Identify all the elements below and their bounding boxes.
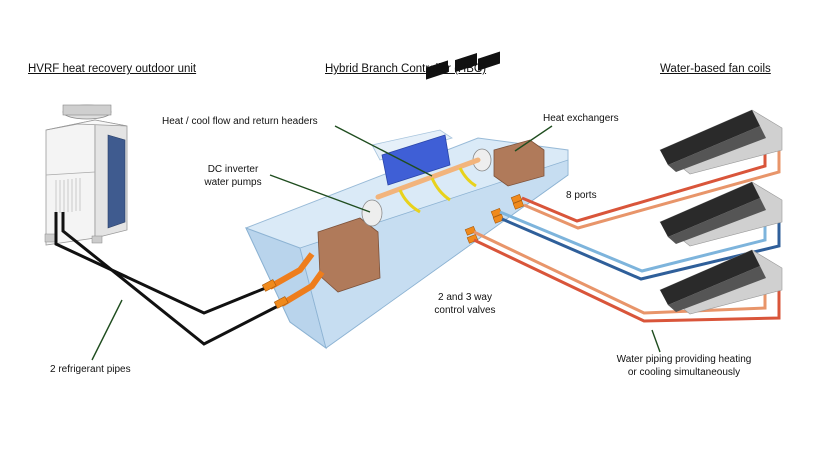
label-flow-return-headers: Heat / cool flow and return headers (162, 116, 318, 127)
fan-coil-3 (659, 249, 783, 315)
heat-exchanger-left (317, 217, 381, 293)
label-valves-line1: 2 and 3 way (438, 292, 492, 303)
label-pumps-line1: DC inverter (207, 164, 259, 175)
pipe-hot-flow-3 (473, 238, 781, 323)
label-pumps-line2: water pumps (204, 176, 262, 188)
fan-coils (659, 109, 783, 315)
refrigerant-internal-2 (280, 270, 325, 307)
label-water-piping: Water piping providing heating or coolin… (598, 354, 770, 379)
refrigerant-pipe-1 (54, 212, 269, 315)
pipe-hot-return-1 (523, 146, 781, 230)
pipe-cool-flow-2 (501, 217, 781, 281)
fan-coil-2 (659, 181, 783, 247)
header-outdoor-unit: HVRF heat recovery outdoor unit (28, 63, 197, 75)
leader-water-piping (651, 329, 661, 353)
header-fan-coils: Water-based fan coils (660, 63, 771, 75)
hbc-unit (245, 51, 569, 350)
label-control-valves: 2 and 3 way control valves (420, 292, 510, 317)
water-pump-1 (361, 199, 383, 227)
leader-headers (334, 125, 433, 177)
pipe-fittings (261, 193, 525, 309)
heat-exchanger-right (493, 139, 545, 187)
control-valves (426, 51, 500, 80)
outdoor-unit (44, 104, 128, 246)
label-valves-line2: control valves (434, 304, 496, 316)
leader-pumps (269, 174, 371, 213)
label-water-line1: Water piping providing heating (616, 354, 752, 365)
leader-heat-exchangers (514, 125, 553, 152)
plate-heat-exchanger-blue (381, 134, 451, 186)
label-heat-exchangers: Heat exchangers (543, 113, 619, 124)
yellow-hoses (398, 167, 477, 214)
label-water-line2: or cooling simultaneously (627, 366, 741, 378)
leader-refrigerant (91, 299, 123, 361)
refrigerant-pipe-2 (61, 212, 281, 346)
flow-return-header (375, 157, 481, 200)
fan-coil-1 (659, 109, 783, 175)
header-hbc: Hybrid Branch Controller (HBC) (325, 63, 487, 75)
refrigerant-pipes (54, 212, 281, 346)
label-8-ports: 8 ports (566, 190, 597, 201)
coil-grille (107, 134, 126, 229)
refrigerant-internal-1 (268, 252, 315, 290)
label-dc-inverter-pumps: DC inverter water pumps (193, 164, 273, 189)
leader-lines (91, 125, 661, 361)
label-refrigerant-pipes: 2 refrigerant pipes (50, 364, 131, 375)
